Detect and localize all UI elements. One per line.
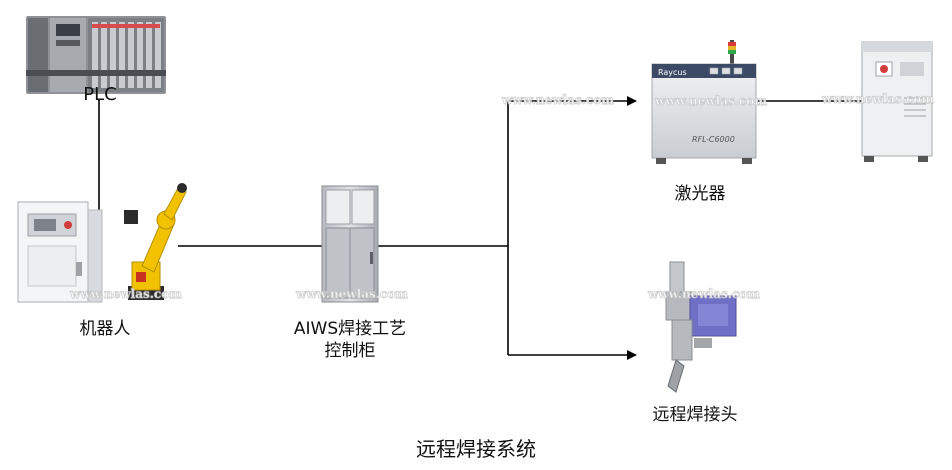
watermark-5: www.newlas.com — [295, 287, 408, 301]
plc-label: PLC — [83, 84, 117, 105]
watermark-6: www.newlas.com — [647, 287, 760, 301]
robot-controller-icon — [17, 201, 103, 303]
laser-icon: Raycus RFL-C6000 — [651, 40, 757, 164]
laser-brand-text: Raycus — [658, 68, 687, 77]
watermark-3: www.newlas.com — [821, 92, 934, 106]
weld-head-icon — [665, 261, 737, 393]
robot-arm-icon — [124, 183, 187, 300]
diagram-title: 远程焊接系统 — [416, 437, 536, 461]
laser-model-text: RFL-C6000 — [692, 135, 735, 144]
watermark-2: www.newlas.com — [654, 94, 767, 108]
weld-head-label: 远程焊接头 — [652, 405, 738, 425]
chiller-icon — [861, 41, 933, 162]
laser-label: 激光器 — [674, 184, 726, 204]
watermarks: www.newlas.com www.newlas.com www.newlas… — [69, 92, 935, 301]
controller-label-line2: 控制柜 — [324, 341, 376, 361]
controller-label-line1: AIWS焊接工艺 — [293, 319, 407, 339]
connections — [98, 96, 862, 360]
watermark-4: www.newlas.com — [69, 287, 182, 301]
plc-icon — [26, 16, 166, 94]
robot-label: 机器人 — [79, 319, 131, 339]
watermark-1: www.newlas.com — [501, 93, 614, 107]
cabinet-icon — [321, 185, 379, 303]
